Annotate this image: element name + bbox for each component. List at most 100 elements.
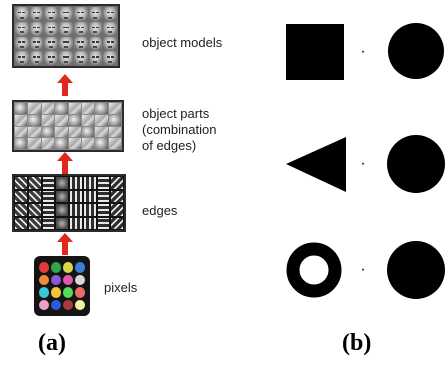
edge-tile — [97, 204, 110, 216]
edge-tile — [42, 177, 55, 189]
operator-dot: · — [360, 261, 365, 278]
face-tile — [88, 51, 103, 65]
arrow-up-icon — [57, 74, 73, 96]
edge-tile — [97, 190, 110, 202]
face-tile — [73, 51, 88, 65]
object-models-image — [12, 4, 120, 68]
pixel-dot — [39, 262, 49, 273]
edge-tile — [70, 177, 82, 189]
edge-tile — [42, 217, 55, 229]
face-model-grid — [15, 7, 117, 65]
object-parts-image — [12, 100, 124, 152]
edge-tile — [56, 177, 68, 189]
pixel-dot — [51, 299, 61, 310]
part-tile — [15, 103, 28, 114]
object-parts-label: object parts (combination of edges) — [142, 106, 217, 153]
part-tile — [81, 103, 95, 114]
part-tile — [15, 126, 28, 138]
edges-image — [12, 174, 126, 232]
shape-row-2: · — [286, 135, 445, 193]
pixel-dot — [75, 274, 85, 285]
face-tile — [29, 51, 44, 65]
part-tile — [28, 114, 41, 126]
pixels-label: pixels — [104, 280, 138, 295]
part-tile — [108, 114, 121, 126]
shape-row-3: · — [286, 241, 445, 299]
face-tile — [103, 36, 117, 51]
ring-shape — [286, 242, 342, 298]
edge-tile — [70, 204, 82, 216]
edges-label: edges — [142, 203, 178, 218]
part-tile — [41, 103, 55, 114]
part-tile — [68, 103, 81, 114]
part-tile — [15, 138, 28, 149]
part-tile — [68, 138, 81, 149]
face-tile — [44, 36, 59, 51]
face-tile — [73, 21, 88, 36]
edge-tile — [83, 190, 96, 202]
pixel-dot — [75, 287, 85, 298]
face-tile — [59, 21, 73, 36]
panel-a-label: (a) — [38, 330, 66, 356]
pixel-dot — [39, 299, 49, 310]
face-tile — [59, 51, 73, 65]
part-tile — [81, 114, 95, 126]
face-tile — [88, 21, 103, 36]
edge-tile — [97, 217, 110, 229]
face-tile — [15, 21, 29, 36]
object-models-label: object models — [142, 35, 223, 50]
pixel-dot — [39, 274, 49, 285]
face-tile — [88, 36, 103, 51]
object-parts-grid — [15, 103, 121, 149]
part-tile — [55, 126, 68, 138]
arrow-up-icon — [57, 152, 73, 174]
triangle-shape — [286, 137, 346, 192]
part-tile — [41, 138, 55, 149]
part-tile — [108, 138, 121, 149]
square-shape — [286, 24, 344, 80]
part-tile — [28, 103, 41, 114]
part-tile — [28, 138, 41, 149]
edge-tile — [28, 190, 41, 202]
pixel-dot-grid — [39, 262, 85, 310]
edge-tile — [111, 217, 123, 229]
face-tile — [103, 21, 117, 36]
part-tile — [95, 114, 108, 126]
face-tile — [29, 7, 44, 21]
pixels-image — [34, 256, 90, 316]
edge-tile — [97, 177, 110, 189]
edge-tile — [70, 217, 82, 229]
circle-shape — [388, 23, 444, 79]
part-tile — [108, 103, 121, 114]
edge-tile — [28, 217, 41, 229]
face-tile — [73, 36, 88, 51]
edge-tile — [15, 217, 27, 229]
face-tile — [29, 36, 44, 51]
face-tile — [44, 7, 59, 21]
face-tile — [59, 7, 73, 21]
pixel-dot — [63, 287, 73, 298]
part-tile — [95, 103, 108, 114]
part-tile — [55, 114, 68, 126]
edge-tile — [83, 204, 96, 216]
face-tile — [88, 7, 103, 21]
edge-tile — [83, 177, 96, 189]
pixel-dot — [51, 262, 61, 273]
edge-tile — [15, 204, 27, 216]
operator-dot: · — [360, 43, 365, 60]
face-tile — [44, 21, 59, 36]
pixel-dot — [39, 287, 49, 298]
pixel-dot — [75, 262, 85, 273]
pixel-dot — [63, 274, 73, 285]
part-tile — [68, 114, 81, 126]
part-tile — [81, 126, 95, 138]
panel-b-shape-composition: · · · — [270, 0, 446, 320]
face-tile — [15, 36, 29, 51]
face-tile — [44, 51, 59, 65]
panel-b-label: (b) — [342, 330, 372, 356]
part-tile — [41, 114, 55, 126]
face-tile — [103, 51, 117, 65]
edge-tile — [28, 204, 41, 216]
face-tile — [15, 7, 29, 21]
pixel-dot — [63, 299, 73, 310]
